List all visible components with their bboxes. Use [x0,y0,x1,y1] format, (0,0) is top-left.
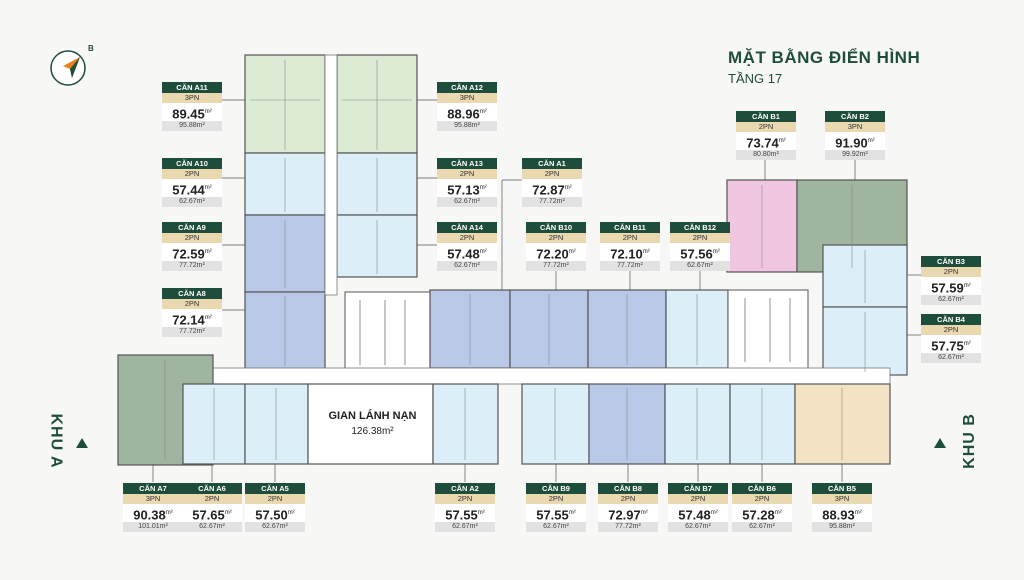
lobby-name: GIAN LÁNH NẠN [328,410,417,422]
refuge-lobby: GIAN LÁNH NẠN 126.38m² [315,410,430,437]
zone-a-label: KHU A [47,413,65,469]
unit-a2-plan[interactable] [432,383,499,465]
corridor-a [324,54,338,296]
zone-a-arrow-icon [76,438,88,448]
zone-b-arrow-icon [934,438,946,448]
unit-b7-plan[interactable] [664,383,731,465]
compass-letter: B [88,44,94,53]
main-corridor [209,367,891,385]
zone-b-label: KHU B [960,413,978,469]
core-a [344,291,431,373]
unit-b5-plan[interactable] [794,383,891,465]
page-title: MẶT BẰNG ĐIỂN HÌNH [728,48,921,67]
unit-b9-plan[interactable] [521,383,590,465]
leader-lines [152,99,921,482]
title-block: MẶT BẰNG ĐIỂN HÌNH TẦNG 17 [728,48,920,86]
unit-b6-plan[interactable] [729,383,796,465]
lobby-plan [307,383,434,465]
unit-a5-plan[interactable] [244,383,309,465]
room-lines [164,60,866,460]
compass-icon [50,50,86,86]
floor-label: TẦNG 17 [728,71,783,86]
core-b [727,289,809,371]
lobby-area: 126.38m² [351,426,394,437]
